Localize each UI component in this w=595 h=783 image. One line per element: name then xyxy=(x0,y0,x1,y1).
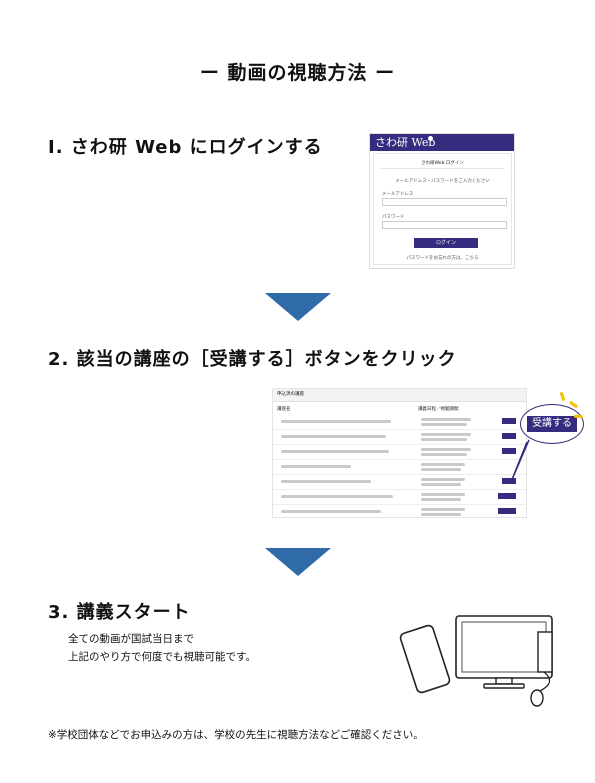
table-row xyxy=(273,415,526,430)
step-3-line-1: 全ての動画が国試当日まで xyxy=(68,633,194,645)
table-row xyxy=(273,475,526,490)
step-2-heading: 2. 該当の講座の［受講する］ボタンをクリック xyxy=(48,349,457,370)
course-table-header: 申込済の講座 xyxy=(273,389,526,402)
password-field[interactable] xyxy=(382,221,507,229)
page-title: ー 動画の視聴方法 ー xyxy=(199,62,396,84)
attend-button[interactable] xyxy=(498,493,516,499)
col-schedule: 講義日程／視聴期間 xyxy=(418,407,459,412)
down-arrow-icon xyxy=(265,293,331,321)
step-3-description: 全ての動画が国試当日まで 上記のやり方で何度でも視聴可能です。 xyxy=(68,630,256,666)
spark-icon xyxy=(559,391,566,402)
view-button[interactable] xyxy=(502,448,516,454)
table-row xyxy=(273,490,526,505)
email-field[interactable] xyxy=(382,198,507,206)
password-label: パスワード xyxy=(382,215,405,220)
callout-bubble: 受講する xyxy=(520,404,584,444)
callout-pointer xyxy=(510,439,530,483)
table-row xyxy=(273,445,526,460)
login-instruction: メールアドレス・パスワードをご入力ください xyxy=(395,179,490,184)
login-heading: さわ研Web ログイン xyxy=(421,161,464,166)
login-brand-bar: さわ研 Web xyxy=(370,134,514,151)
down-arrow-icon xyxy=(265,548,331,576)
forgot-password-link[interactable]: パスワードをお忘れの方は、こちら xyxy=(406,256,479,261)
mouse-icon xyxy=(530,671,551,707)
login-screenshot: さわ研 Web さわ研Web ログイン メールアドレス・パスワードをご入力くださ… xyxy=(369,133,515,269)
table-row xyxy=(273,505,526,519)
step-1-heading: Ⅰ. さわ研 Web にログインする xyxy=(48,137,323,158)
attend-button[interactable] xyxy=(498,508,516,514)
step-3-heading: 3. 講義スタート xyxy=(48,602,191,623)
table-row xyxy=(273,430,526,445)
view-button[interactable] xyxy=(502,433,516,439)
attend-callout-button[interactable]: 受講する xyxy=(527,416,577,432)
view-button[interactable] xyxy=(502,418,516,424)
view-button[interactable] xyxy=(502,478,516,484)
login-card: さわ研Web ログイン メールアドレス・パスワードをご入力ください メールアドレ… xyxy=(373,153,512,265)
smartphone-icon xyxy=(399,624,451,694)
table-row xyxy=(273,460,526,475)
course-table-screenshot: 申込済の講座 講座名 講義日程／視聴期間 xyxy=(272,388,527,518)
step-3-line-2: 上記のやり方で何度でも視聴可能です。 xyxy=(68,651,256,663)
divider xyxy=(380,168,505,169)
email-label: メールアドレス xyxy=(382,192,414,197)
footnote: ※学校団体などでお申込みの方は、学校の先生に視聴方法などご確認ください。 xyxy=(48,729,424,741)
brand-dot-icon xyxy=(428,136,433,141)
pc-tower-icon xyxy=(537,631,553,673)
devices-illustration xyxy=(399,615,553,707)
login-brand: さわ研 Web xyxy=(375,136,436,149)
col-course-name: 講座名 xyxy=(277,407,291,412)
login-button[interactable]: ログイン xyxy=(414,238,478,248)
